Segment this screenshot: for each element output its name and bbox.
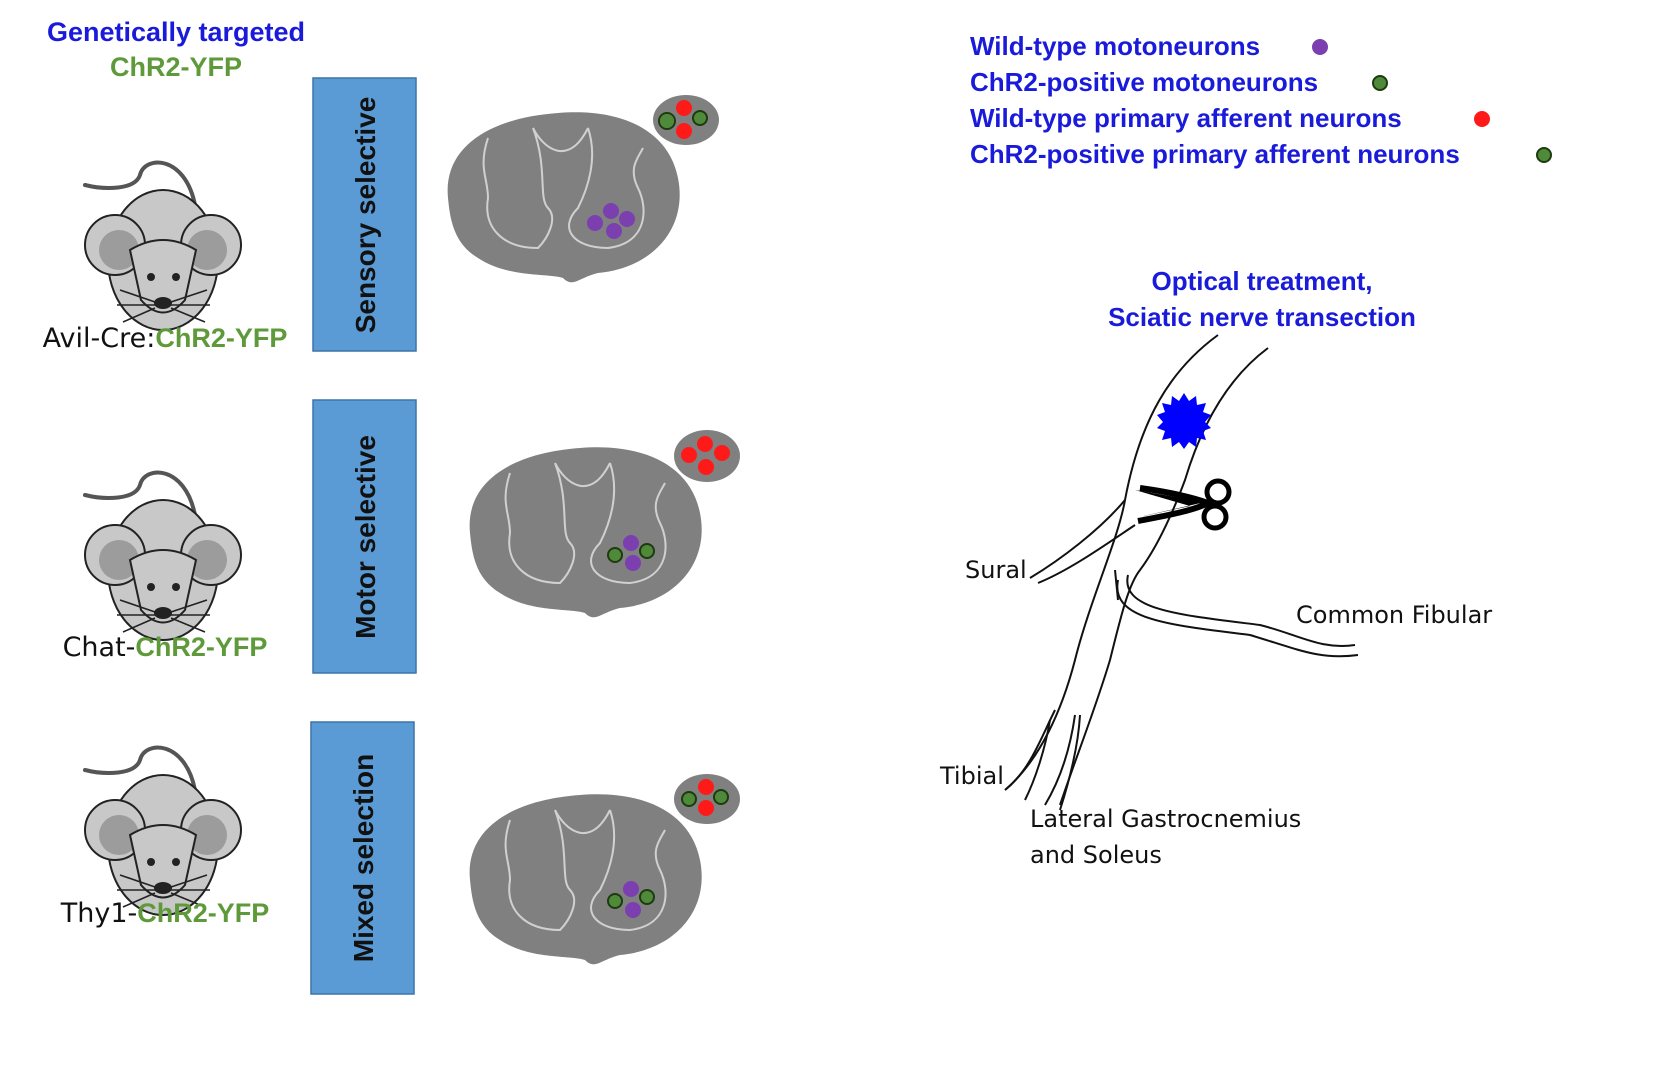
afferent-dot [714,445,730,461]
mouse-icon [83,745,243,917]
mouse-label-2-prefix: Chat- [63,632,136,663]
box-mixed [310,721,415,995]
motoneuron-dot [625,555,641,571]
legend-item-1-label: Wild-type motoneurons [970,31,1260,61]
label-lgs-line2: and Soleus [1030,841,1162,869]
label-tibial: Tibial [939,762,1004,790]
motoneuron-dot [623,881,639,897]
header-line2: ChR2-YFP [110,52,242,82]
box-motor [312,399,417,674]
treatment-line2: Sciatic nerve transection [1108,302,1416,332]
sciatic-nerve-diagram [1004,334,1359,811]
afferent-dot [681,447,697,463]
chr2-motoneuron-dot [639,543,655,559]
afferent-dot [698,800,714,816]
chr2-motoneuron-dot [607,893,623,909]
drg-1 [653,95,719,145]
spinal-cord-3 [468,793,703,966]
chr2-afferent-dot [713,789,729,805]
afferent-dot [698,459,714,475]
mouse-label-2-suffix: ChR2-YFP [135,632,267,662]
mouse-label-1-prefix: Avil-Cre: [43,323,156,354]
header-line1: Genetically targeted [47,17,305,47]
mouse-label-3-suffix: ChR2-YFP [137,898,269,928]
afferent-dot [676,123,692,139]
afferent-dot [676,100,692,116]
label-common-fibular: Common Fibular [1296,601,1492,629]
afferent-dot [698,779,714,795]
legend-item-2-label: ChR2-positive motoneurons [970,67,1318,97]
chr2-afferent-dot [692,110,708,126]
legend-item-3-label: Wild-type primary afferent neurons [970,103,1402,133]
mouse-label-3: Thy1-ChR2-YFP [60,898,270,929]
motoneuron-dot [619,211,635,227]
mouse-icon [83,160,243,332]
mouse-label-3-prefix: Thy1- [60,898,138,929]
legend-item-3-swatch [1474,111,1490,127]
box-sensory-label: Sensory selective [350,97,381,334]
legend-item-4-swatch [1536,147,1552,163]
legend-item-2-swatch [1372,75,1388,91]
label-lgs-line1: Lateral Gastrocnemius [1030,805,1301,833]
chr2-motoneuron-dot [639,889,655,905]
legend-item-4-label: ChR2-positive primary afferent neurons [970,139,1460,169]
mouse-label-2: Chat-ChR2-YFP [63,632,268,663]
motoneuron-dot [625,902,641,918]
chr2-afferent-dot [681,791,697,807]
chr2-motoneuron-dot [607,547,623,563]
motoneuron-dot [603,203,619,219]
optical-light-icon [1157,393,1211,449]
afferent-dot [697,436,713,452]
box-mixed-label: Mixed selection [348,754,379,963]
legend-item-1-swatch [1312,39,1328,55]
motoneuron-dot [606,223,622,239]
mouse-icon [83,470,243,642]
drg-3 [674,774,740,824]
chr2-afferent-dot [658,112,676,130]
box-motor-label: Motor selective [350,435,381,639]
motoneuron-dot [587,215,603,231]
treatment-line1: Optical treatment, [1151,266,1372,296]
spinal-cord-2 [468,446,703,619]
label-sural: Sural [965,556,1027,584]
drg-2 [674,430,740,482]
motoneuron-dot [623,535,639,551]
box-sensory [312,77,417,352]
spinal-cord-1 [446,111,681,284]
chr2-afferent-fill [660,114,674,128]
mouse-label-1-suffix: ChR2-YFP [155,323,287,353]
scissors-icon [1135,478,1232,531]
mouse-label-1: Avil-Cre:ChR2-YFP [43,323,288,354]
